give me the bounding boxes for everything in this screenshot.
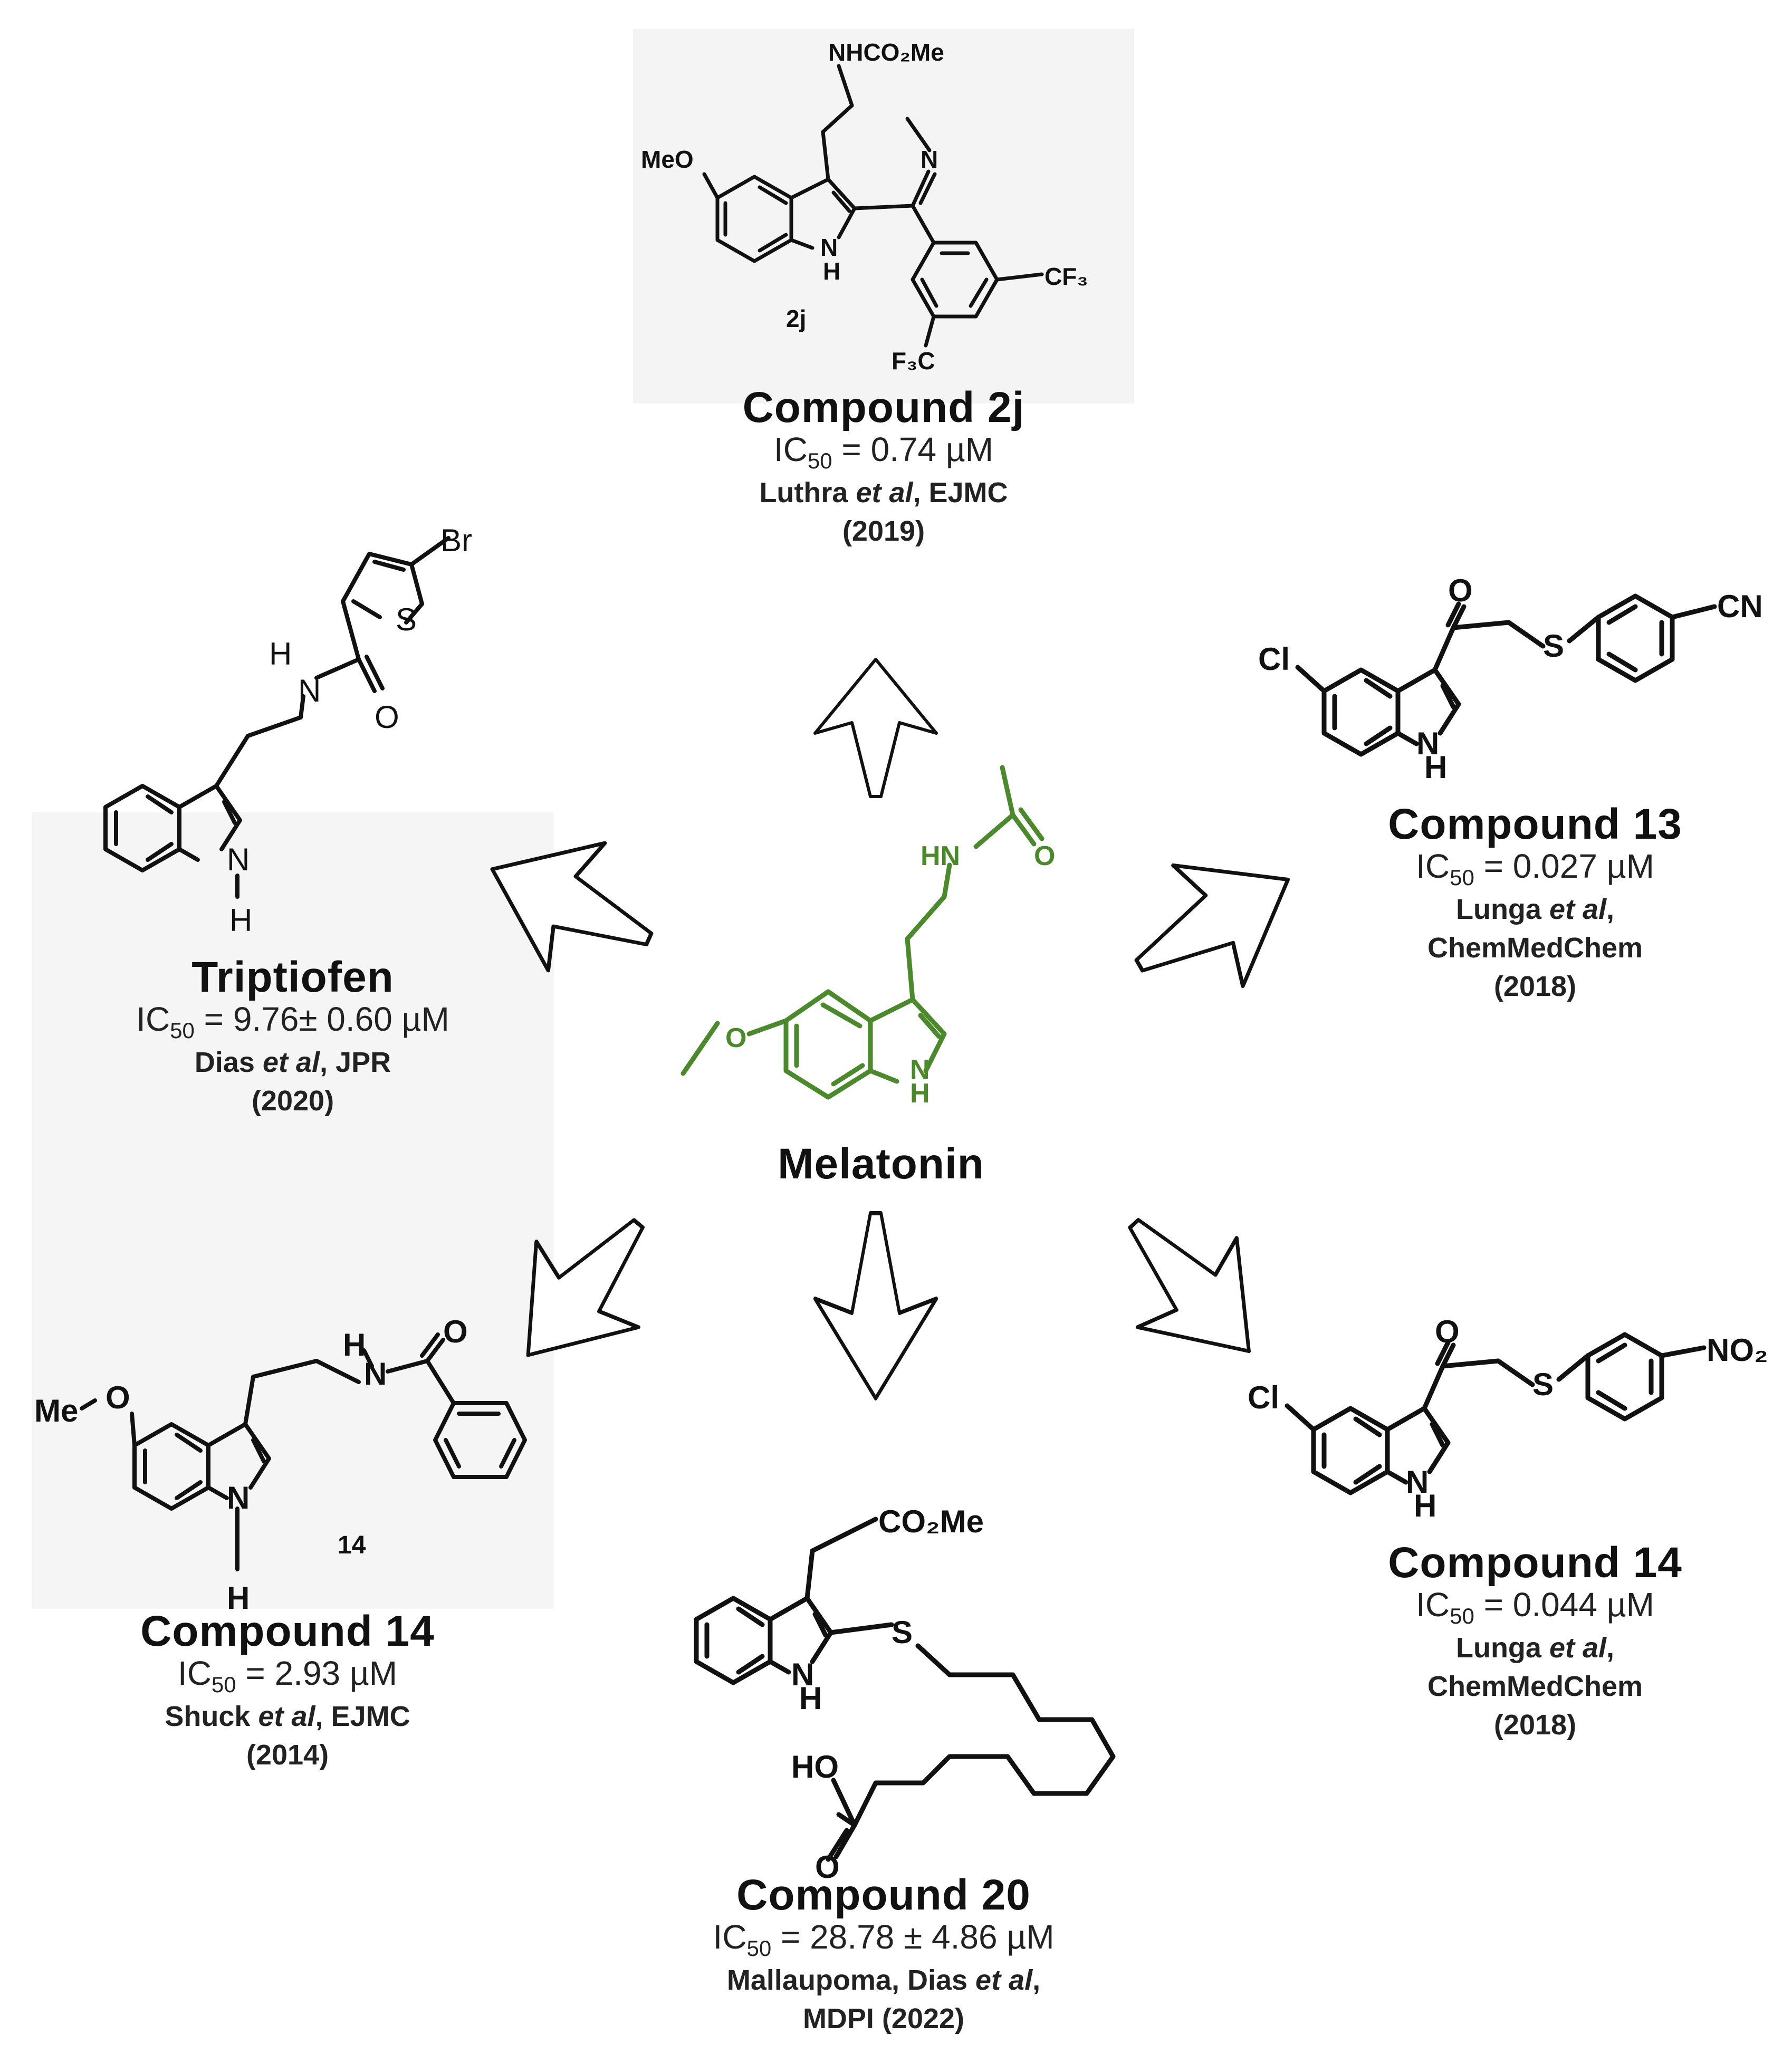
compound-2j-atom-h: H	[823, 257, 840, 285]
compound-13-atom-n: N	[1416, 726, 1439, 761]
compound-2j-reference: Luthra et al, EJMC	[759, 477, 1008, 509]
compound-20-name: Compound 20	[736, 1871, 1031, 1919]
compound-20-atom-n: N	[791, 1657, 814, 1692]
compound-14a-atom-o-carbonyl: O	[443, 1314, 468, 1349]
triptiofen-atom-s: S	[396, 602, 417, 637]
structure-2j-background	[633, 29, 1134, 404]
compound-2j-year: (2019)	[842, 515, 925, 548]
triptiofen-atom-h-amide: H	[269, 636, 292, 671]
compound-14b-name: Compound 14	[1388, 1539, 1682, 1587]
compound-14b-ic50: IC50 = 0.044 µM	[1416, 1586, 1654, 1628]
arrow-lower-right	[1085, 1179, 1298, 1396]
compound-2j-atom-cf3: CF₃	[1044, 263, 1088, 290]
compound-14a-label: 14	[338, 1531, 366, 1559]
melatonin-structure	[681, 765, 1044, 1100]
compound-14b-reference: Lunga et al,	[1455, 1632, 1615, 1664]
compound-2j-atom-carbamate: NHCO₂Me	[828, 39, 944, 66]
melatonin-atom-n: N	[910, 1054, 930, 1085]
triptiofen-caption: Triptiofen IC50 = 9.76± 0.60 µM Dias et …	[3, 953, 583, 1120]
triptiofen-atom-br: Br	[440, 523, 472, 558]
compound-20-ic50: IC50 = 28.78 ± 4.86 µM	[713, 1918, 1055, 1961]
compound-20-atom-co2me: CO₂Me	[878, 1504, 984, 1539]
compound-14a-atom-h-amide: H	[343, 1327, 366, 1362]
melatonin-atom-nh: HN	[921, 841, 960, 871]
compound-13-atom-o: O	[1448, 573, 1473, 608]
arrow-up	[815, 659, 936, 797]
compound-13-atom-h: H	[1424, 750, 1447, 785]
compound-13-ic50: IC50 = 0.027 µM	[1416, 847, 1654, 890]
triptiofen-atom-o: O	[375, 699, 399, 735]
melatonin-atom-h: H	[910, 1078, 930, 1109]
triptiofen-structure	[103, 536, 451, 899]
compound-14a-atom-h-indole: H	[227, 1580, 250, 1616]
compound-14b-atom-s: S	[1532, 1367, 1554, 1402]
compound-13-atom-cn: CN	[1717, 589, 1763, 624]
triptiofen-atom-n-amide: N	[298, 673, 321, 708]
compound-13-year: (2018)	[1493, 970, 1577, 1002]
triptiofen-atom-n-indole: N	[227, 842, 250, 877]
compound-20-atom-s: S	[892, 1615, 913, 1650]
compound-13-reference: Lunga et al,	[1455, 894, 1615, 926]
compound-14a-caption: Compound 14 IC50 = 2.93 µM Shuck et al, …	[0, 1607, 578, 1774]
compound-14b-atom-cl: Cl	[1248, 1380, 1279, 1415]
compound-2j-structure	[702, 64, 1044, 348]
triptiofen-year: (2020)	[251, 1085, 334, 1117]
compound-14b-caption: Compound 14 IC50 = 0.044 µM Lunga et al,…	[1245, 1540, 1792, 1744]
compound-14a-reference: Shuck et al, EJMC	[165, 1701, 410, 1733]
compound-14a-atom-n-indole: N	[227, 1480, 250, 1515]
compound-20-reference: Mallaupoma, Dias et al,	[726, 1964, 1041, 1997]
compound-13-name: Compound 13	[1388, 800, 1682, 848]
compound-13-atom-cl: Cl	[1258, 641, 1290, 677]
compound-14b-atom-n: N	[1406, 1464, 1429, 1500]
compound-13-journal: ChemMedChem	[1427, 932, 1643, 964]
compound-13-caption: Compound 13 IC50 = 0.027 µM Lunga et al,…	[1245, 800, 1792, 1006]
compound-14a-year: (2014)	[246, 1739, 329, 1771]
compound-2j-caption: Compound 2j IC50 = 0.74 µM Luthra et al,…	[593, 385, 1174, 551]
triptiofen-reference: Dias et al, JPR	[194, 1047, 391, 1079]
melatonin-name: Melatonin	[778, 1140, 984, 1188]
compound-13-atom-s: S	[1543, 628, 1564, 664]
melatonin-atom-o-methoxy: O	[725, 1023, 746, 1053]
arrow-down	[815, 1213, 936, 1398]
compound-20-atom-ho: HO	[791, 1749, 839, 1784]
melatonin-atom-o-carbonyl: O	[1034, 841, 1055, 871]
compound-2j-atom-imine-n: N	[921, 146, 938, 173]
compound-14a-name: Compound 14	[140, 1607, 435, 1655]
compound-14a-atom-n-amide: N	[364, 1356, 387, 1392]
triptiofen-atom-h-indole: H	[229, 903, 252, 938]
compound-20-atom-h: H	[799, 1681, 822, 1716]
compound-2j-atom-f3c: F₃C	[892, 347, 935, 375]
compound-14b-journal: ChemMedChem	[1427, 1671, 1643, 1703]
compound-14a-atom-me: Me	[34, 1393, 78, 1428]
compound-20-journal: MDPI (2022)	[802, 2003, 965, 2035]
compound-2j-atom-meo: MeO	[641, 146, 694, 173]
compound-2j-atom-n: N	[820, 234, 838, 261]
compound-20-caption: Compound 20 IC50 = 28.78 ± 4.86 µM Malla…	[593, 1871, 1174, 2038]
compound-2j-name: Compound 2j	[742, 383, 1025, 431]
compound-20-structure	[694, 1517, 1116, 1862]
compound-14b-structure	[1285, 1332, 1707, 1495]
triptiofen-ic50: IC50 = 9.76± 0.60 µM	[136, 1000, 449, 1043]
triptiofen-name: Triptiofen	[191, 953, 394, 1001]
compound-14b-atom-o: O	[1435, 1314, 1460, 1349]
compound-20-atom-o: O	[815, 1849, 840, 1885]
compound-14b-atom-h: H	[1414, 1488, 1436, 1523]
compound-2j-ic50: IC50 = 0.74 µM	[773, 430, 994, 473]
compound-14a-structure	[80, 1332, 527, 1571]
compound-14b-atom-no2: NO₂	[1707, 1332, 1768, 1368]
compound-13-structure	[1295, 593, 1717, 757]
compound-14a-atom-o-methoxy: O	[106, 1380, 130, 1415]
compound-14a-ic50: IC50 = 2.93 µM	[177, 1654, 398, 1697]
compound-2j-label: 2j	[786, 305, 806, 332]
compound-14b-year: (2018)	[1493, 1709, 1577, 1741]
structure-14a-background	[32, 812, 554, 1609]
